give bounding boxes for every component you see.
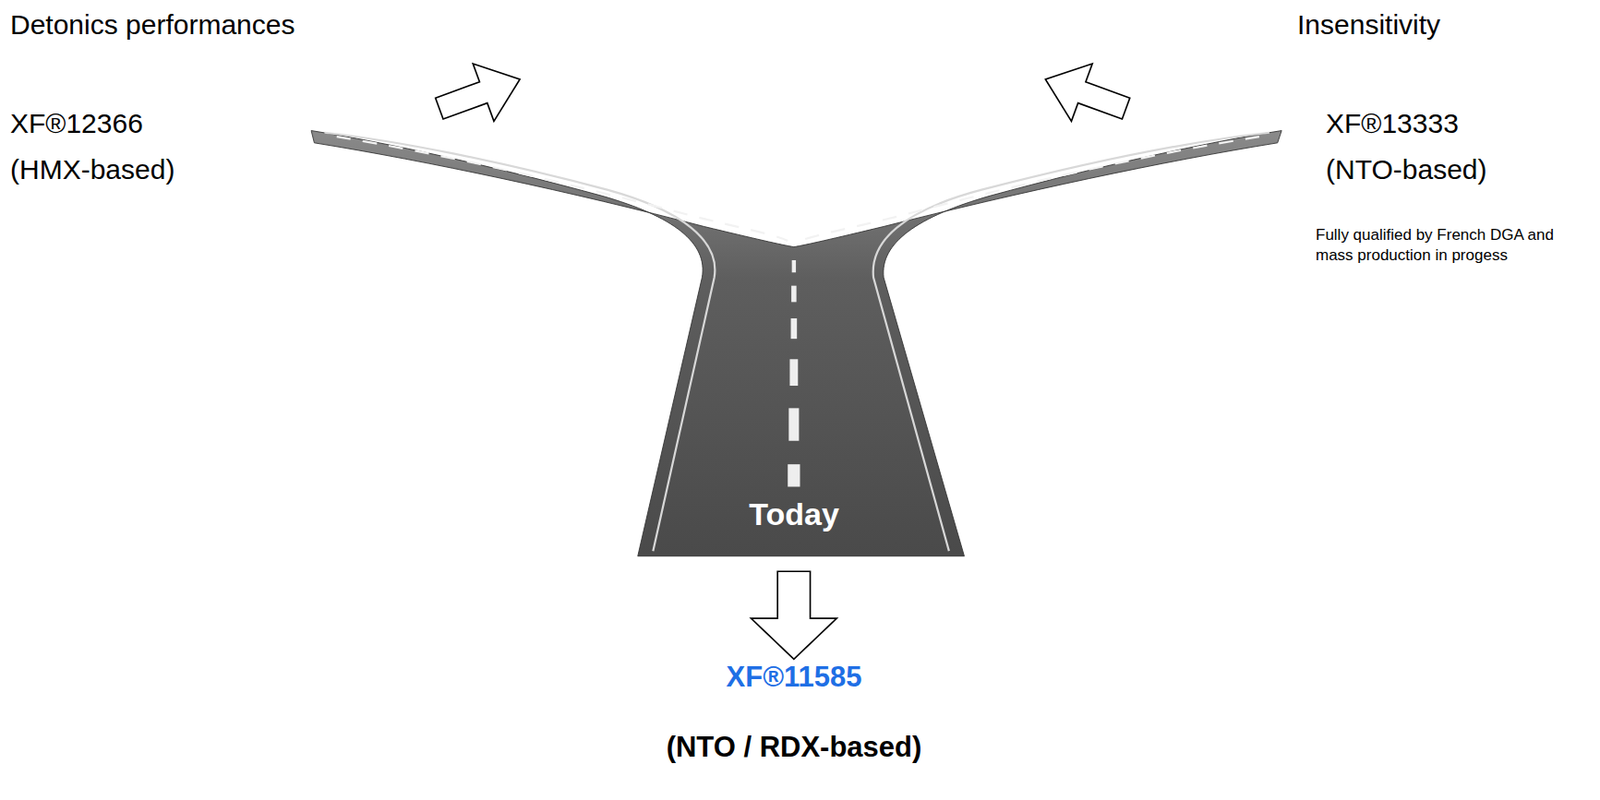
product-type: (NTO-based) [1325,154,1488,187]
road-label: Today [748,496,840,533]
road-edge-line [324,132,715,552]
road-edge-line [873,132,1270,552]
note-label: Fully qualified by French DGA and mass p… [1315,225,1584,266]
result-name: XF®11585 [726,661,863,695]
result-type: (NTO / RDX-based) [666,731,923,765]
hollow-arrow [428,50,530,138]
hollow-arrow [1034,50,1137,138]
road [311,131,1282,557]
lane-dashes [800,136,1260,241]
heading-label: Detonics performances [10,9,295,42]
hollow-arrow [750,571,837,660]
lane-dashes [336,136,789,241]
product-type: (HMX-based) [10,154,175,187]
product-name: XF®12366 [10,108,144,141]
lane-dashes [787,260,800,488]
heading-label: Insensitivity [1297,9,1441,42]
product-name: XF®13333 [1325,108,1459,141]
